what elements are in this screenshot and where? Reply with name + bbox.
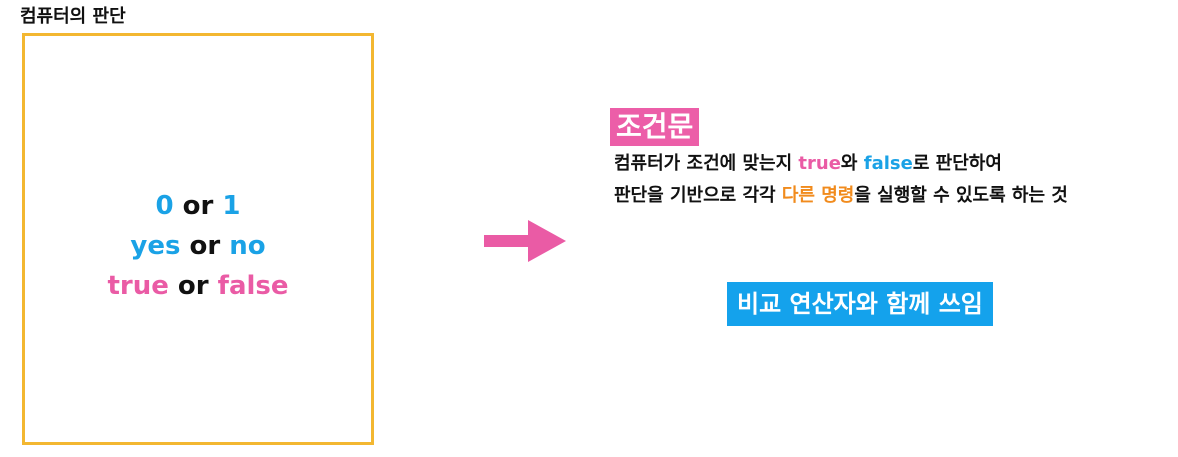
description-text: 와 (840, 153, 864, 174)
yes-text: yes (130, 231, 181, 261)
arrow-right-icon (484, 220, 566, 262)
description-text: 판단을 기반으로 각각 (614, 185, 782, 206)
comparison-operator-note: 비교 연산자와 함께 쓰임 (727, 282, 993, 326)
zero-text: 0 (155, 191, 174, 221)
description-text: 컴퓨터가 조건에 맞는지 (614, 153, 799, 174)
one-text: 1 (222, 191, 241, 221)
yes-no-line: yes or no (25, 226, 371, 266)
description-line-1: 컴퓨터가 조건에 맞는지 true와 false로 판단하여 (614, 148, 1068, 180)
different-command-highlight: 다른 명령 (781, 185, 855, 206)
page-title: 컴퓨터의 판단 (20, 6, 126, 27)
box-lines: 0 or 1 yes or no true or false (25, 186, 371, 306)
description-line-2: 판단을 기반으로 각각 다른 명령을 실행할 수 있도록 하는 것 (614, 180, 1068, 212)
or-text: or (168, 271, 218, 301)
true-text: true (107, 271, 169, 301)
true-keyword: true (798, 153, 841, 174)
or-text: or (180, 231, 230, 261)
conditional-description: 컴퓨터가 조건에 맞는지 true와 false로 판단하여 판단을 기반으로 … (614, 148, 1068, 212)
true-false-line: true or false (25, 266, 371, 306)
false-keyword: false (863, 153, 913, 174)
conditional-heading: 조건문 (610, 108, 700, 146)
concept-box: 0 or 1 yes or no true or false (22, 33, 374, 445)
or-text: or (173, 191, 223, 221)
no-text: no (229, 231, 266, 261)
description-text: 을 실행할 수 있도록 하는 것 (854, 185, 1068, 206)
false-text: false (217, 271, 289, 301)
description-text: 로 판단하여 (912, 153, 1002, 174)
binary-line: 0 or 1 (25, 186, 371, 226)
